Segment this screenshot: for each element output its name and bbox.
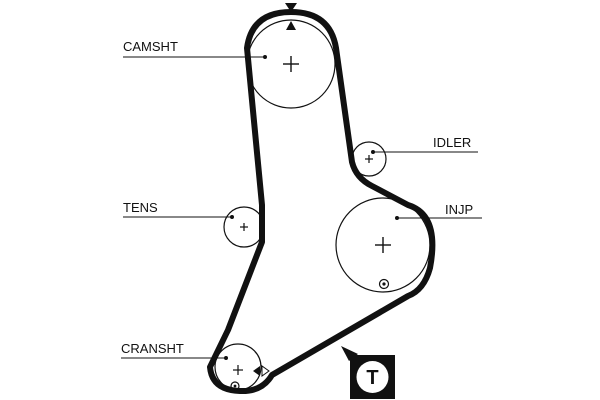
crankshaft-timing-arrow-left: [253, 366, 260, 376]
injection-pump-pulley: [335, 197, 431, 293]
idler-pulley: [351, 141, 387, 177]
camshaft-pulley: [246, 19, 336, 109]
crankshaft-pulley: [214, 343, 262, 391]
injection-pump-timing-mark: [378, 278, 390, 290]
label-camshaft: CAMSHT: [123, 39, 178, 54]
tension-badge: T: [341, 346, 395, 399]
leader-lines: [121, 55, 482, 360]
label-injection-pump: INJP: [445, 202, 473, 217]
timing-belt: [207, 9, 436, 395]
tension-badge-letter: T: [366, 367, 378, 389]
camshaft-timing-mark-inner: [286, 21, 296, 30]
camshaft-timing-mark-outer: [285, 3, 297, 12]
crankshaft-timing-arrow-right: [261, 365, 270, 377]
tensioner-pulley: [223, 206, 265, 248]
crankshaft-timing-mark: [230, 381, 240, 391]
label-crankshaft: CRANSHT: [121, 341, 184, 356]
label-idler: IDLER: [433, 135, 471, 150]
label-tensioner: TENS: [123, 200, 158, 215]
